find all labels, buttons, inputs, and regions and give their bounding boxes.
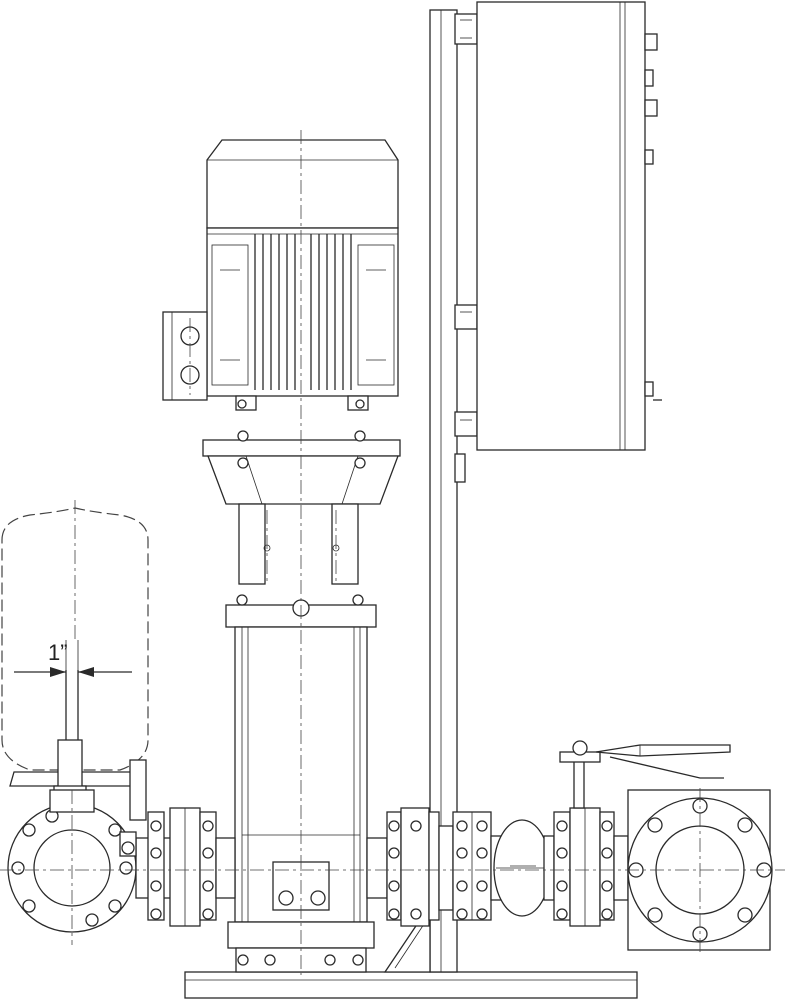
dimension-label: 1” [48,640,68,665]
discharge-flange-stack [366,807,492,927]
pump-casing [225,594,377,973]
base-frame [184,971,638,999]
pump-motor [206,139,399,411]
control-panel-cabinet [476,1,662,451]
isolating-ball-valve [553,740,731,927]
centerlines [0,130,785,975]
cable-gland-lower [180,365,200,385]
motor-cooling-fins [254,234,352,390]
panel-support-post [383,9,478,973]
panel-gland-1 [644,33,658,51]
panel-gland-4 [644,149,654,165]
non-return-valve [490,819,555,917]
dimension-connection-size: 1” [14,640,132,690]
panel-gland-3 [644,99,658,117]
motor-stool [202,430,401,585]
panel-gland-2 [644,69,654,87]
panel-gland-5 [644,381,654,397]
suction-flange-stack [147,807,236,927]
motor-terminal-box [162,311,208,401]
